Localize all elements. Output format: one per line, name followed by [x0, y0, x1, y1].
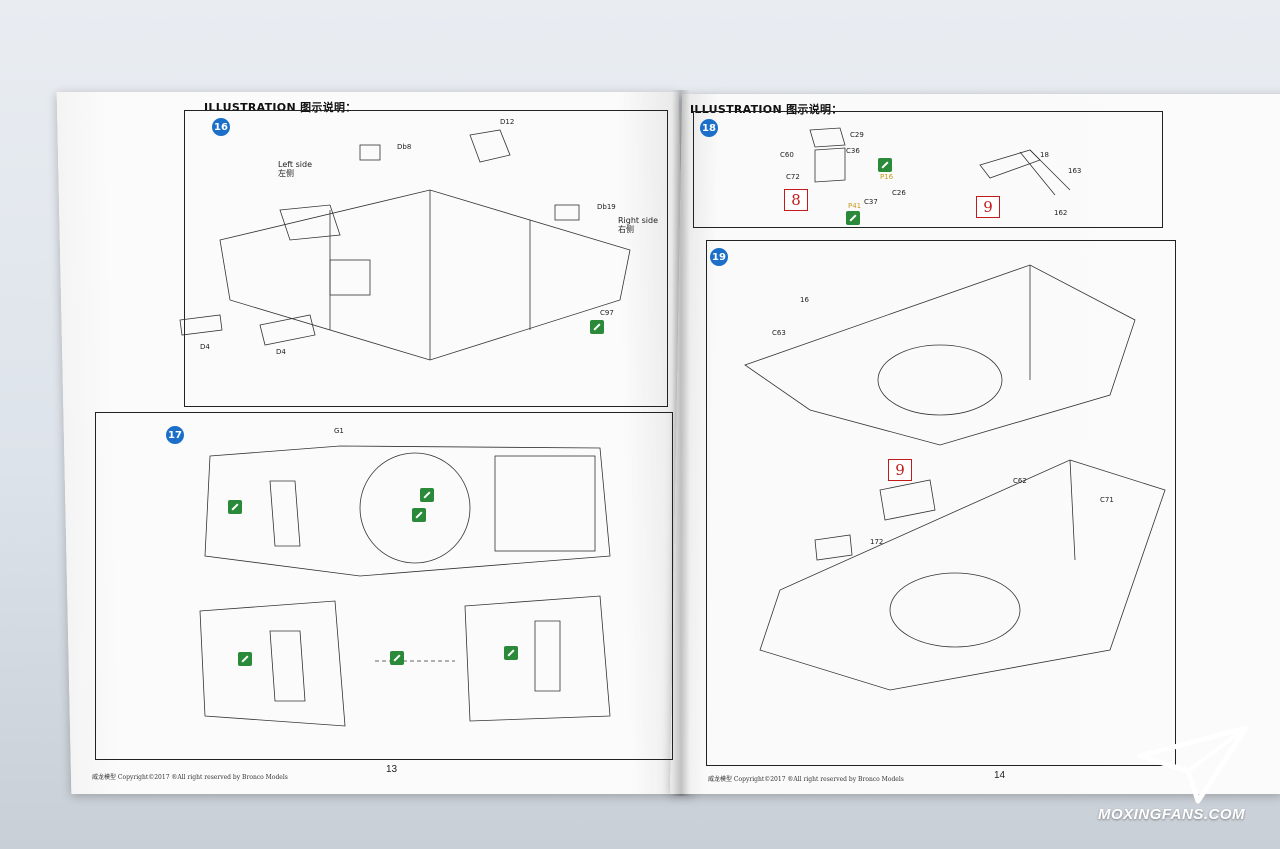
glue-icon	[412, 508, 426, 522]
left-page-footer: 威龙模型 Copyright©2017 ®All right reserved …	[92, 774, 288, 781]
part-label: C62	[1013, 477, 1027, 485]
step-18-badge: 18	[700, 119, 718, 137]
part-label: 172	[870, 538, 884, 546]
step-18-panel	[693, 111, 1163, 228]
part-label: C63	[772, 329, 786, 337]
glue-icon	[504, 646, 518, 660]
part-label: P16	[880, 173, 894, 181]
part-label: 16	[800, 296, 809, 304]
part-label: Db8	[397, 143, 412, 151]
part-label: C36	[846, 147, 860, 155]
callout-box: 9	[888, 459, 912, 481]
part-label: D12	[500, 118, 515, 126]
step-19-panel	[706, 240, 1176, 766]
step-17-panel	[95, 412, 673, 760]
step-17-drawing	[199, 445, 611, 727]
right-page-footer: 威龙模型 Copyright©2017 ®All right reserved …	[708, 776, 904, 783]
part-label: C72	[786, 173, 800, 181]
part-label: C97	[600, 309, 614, 317]
part-label: D4	[276, 348, 286, 356]
step-19-drawing	[744, 264, 1166, 691]
step-17-badge: 17	[166, 426, 184, 444]
step-18-drawing	[809, 127, 1071, 196]
part-label: 162	[1054, 209, 1068, 217]
glue-icon	[590, 320, 604, 334]
watermark-text: MOXINGFANS.COM	[1098, 806, 1246, 823]
part-label: C26	[892, 189, 906, 197]
part-label: C37	[864, 198, 878, 206]
part-label: C29	[850, 131, 864, 139]
glue-icon	[228, 500, 242, 514]
part-label: D4	[200, 343, 210, 351]
glue-icon	[390, 651, 404, 665]
step-19-badge: 19	[710, 248, 728, 266]
glue-icon	[420, 488, 434, 502]
part-label: 18	[1040, 151, 1049, 159]
part-label: G1	[334, 427, 344, 435]
part-label: Db19	[597, 203, 616, 211]
book-gutter	[672, 90, 690, 796]
step-16-panel	[184, 110, 668, 407]
callout-box: 8	[784, 189, 808, 211]
part-label: P41	[848, 202, 862, 210]
step-16-drawing	[179, 129, 631, 361]
right-page-header: ILLUSTRATION 图示说明：	[690, 103, 843, 116]
part-label: C71	[1100, 496, 1114, 504]
step-16-badge: 16	[212, 118, 230, 136]
glue-icon	[238, 652, 252, 666]
callout-box: 9	[976, 196, 1000, 218]
left-page-number: 13	[386, 764, 398, 775]
glue-icon	[846, 211, 860, 225]
paper-plane-logo-icon	[1138, 726, 1248, 804]
part-label: 163	[1068, 167, 1082, 175]
right-page-number: 14	[994, 770, 1006, 781]
part-label: C60	[780, 151, 794, 159]
glue-icon	[878, 158, 892, 172]
